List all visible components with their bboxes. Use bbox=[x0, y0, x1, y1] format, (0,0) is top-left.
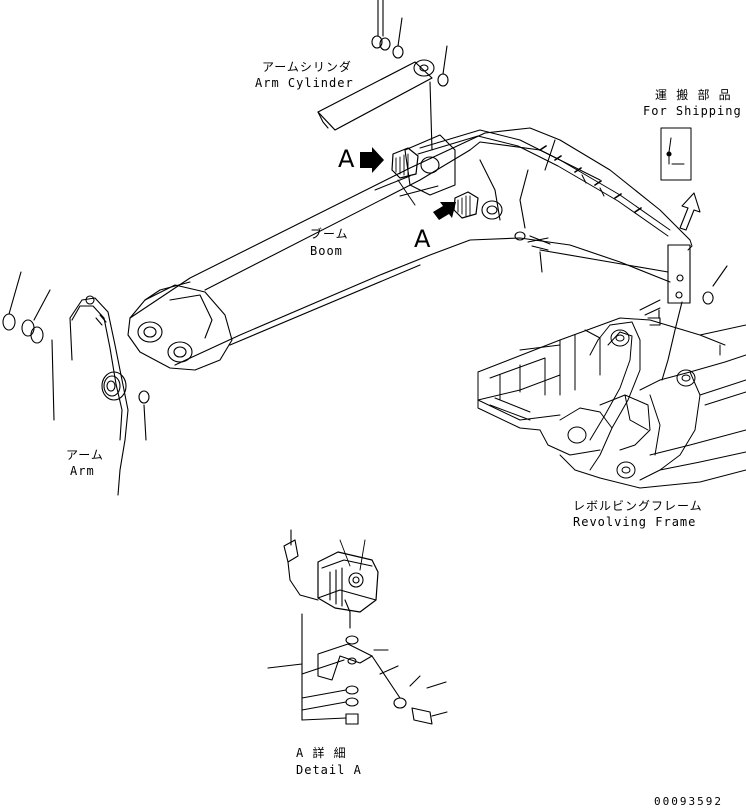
work-lights bbox=[374, 147, 479, 219]
boom bbox=[127, 127, 691, 371]
view-arrows bbox=[360, 147, 456, 220]
revolving-frame-label-en: Revolving Frame bbox=[573, 515, 697, 529]
view-marker-lower: A bbox=[414, 225, 431, 253]
arm-cylinder bbox=[317, 0, 449, 151]
detail-a-label-jp: A 詳 細 bbox=[296, 746, 347, 760]
view-marker-upper: A bbox=[338, 145, 355, 173]
detail-a-assembly bbox=[267, 529, 448, 725]
shipping-detail bbox=[660, 127, 701, 251]
arm-label-jp: アーム bbox=[66, 448, 104, 462]
boom-foot-bracket bbox=[514, 231, 728, 381]
boom-label-en: Boom bbox=[310, 244, 343, 258]
revolving-frame-label-jp: レボルビングフレーム bbox=[573, 499, 703, 513]
arm-cylinder-label-en: Arm Cylinder bbox=[255, 76, 354, 90]
boom-label-jp: ブーム bbox=[310, 227, 349, 241]
revolving-frame bbox=[477, 299, 746, 489]
arm-label-en: Arm bbox=[70, 464, 95, 478]
arm-cylinder-label-jp: アームシリンダ bbox=[262, 60, 352, 74]
detail-a-label-en: Detail A bbox=[296, 763, 362, 777]
drawing-number: 00093592 bbox=[654, 795, 723, 808]
for-shipping-label-en: For Shipping bbox=[643, 104, 742, 118]
for-shipping-label-jp: 運 搬 部 品 bbox=[655, 88, 732, 102]
arm bbox=[2, 271, 150, 496]
